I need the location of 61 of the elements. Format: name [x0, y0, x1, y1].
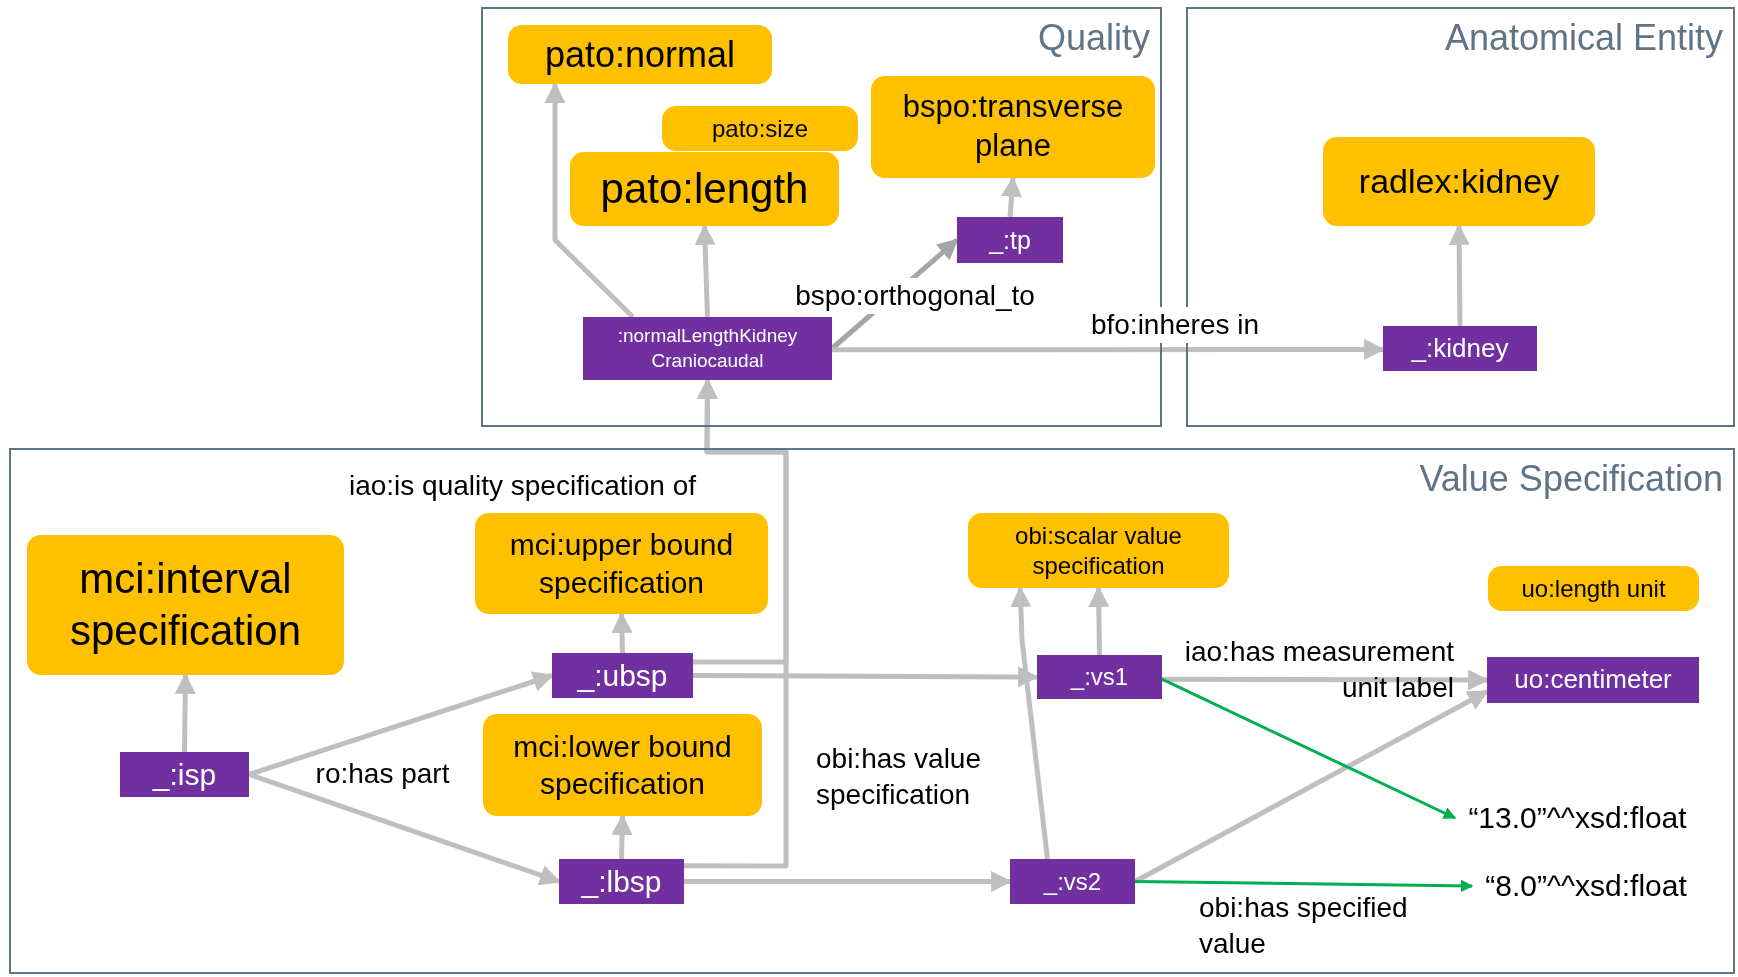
class-label: mci:upper bound specification [508, 527, 735, 601]
class-label: bspo:transverse plane [901, 88, 1125, 165]
class-box [1488, 566, 1699, 611]
arrow [611, 813, 633, 860]
arrow [248, 772, 561, 886]
instance-box [583, 317, 832, 380]
edge-label: obi:has specified value [1198, 891, 1409, 962]
class-label: pato:length [600, 163, 809, 214]
class-label: pato:normal [544, 33, 736, 77]
class-box [871, 76, 1155, 178]
class-box [483, 714, 762, 816]
edge-label: iao:has measurement unit label [1183, 635, 1455, 706]
instance-label: _:kidney [1411, 331, 1509, 365]
class-box [968, 513, 1229, 588]
edge-label: obi:has value specification [815, 742, 982, 813]
arrow [1448, 223, 1470, 327]
instance-box [120, 752, 249, 797]
class-box [570, 152, 839, 226]
instance-label: uo:centimeter [1514, 663, 1672, 697]
instance-label: _:isp [152, 757, 217, 793]
edge-label: ro:has part [314, 757, 451, 791]
arrow [544, 81, 635, 319]
group-title: Value Specification [1419, 458, 1723, 500]
instance-box [552, 653, 693, 698]
instance-label: _:tp [989, 224, 1031, 256]
arrow [1010, 585, 1050, 860]
arrow [1001, 175, 1022, 218]
arrow [1161, 677, 1457, 820]
arrow [174, 672, 196, 753]
class-label: obi:scalar value specification [1014, 520, 1183, 581]
instance-box [1010, 859, 1135, 904]
instance-box [559, 859, 684, 904]
instance-label: :normalLengthKidney Craniocaudal [616, 323, 799, 373]
class-label: uo:length unit [1521, 573, 1666, 604]
arrow [694, 223, 716, 318]
instance-label: _:vs2 [1043, 866, 1102, 897]
class-box [662, 106, 858, 151]
arrow [1088, 585, 1110, 656]
group-title: Anatomical Entity [1444, 17, 1723, 59]
class-box [27, 535, 344, 675]
instance-box [957, 217, 1063, 263]
arrow [611, 611, 633, 654]
instance-label: _:vs1 [1070, 662, 1129, 693]
arrow [248, 671, 554, 777]
class-box [475, 513, 768, 614]
instance-label: _:lbsp [581, 864, 662, 900]
instance-box [1037, 655, 1162, 699]
instance-box [1383, 326, 1537, 371]
group-frame [9, 448, 1735, 974]
group-title: Quality [1037, 17, 1150, 59]
class-label: mci:interval specification [68, 553, 303, 656]
class-label: pato:size [711, 113, 809, 144]
class-box [508, 25, 772, 84]
instance-box [1487, 657, 1699, 703]
literal-label: “13.0”^^xsd:float [1468, 801, 1687, 835]
literal-label: “8.0”^^xsd:float [1485, 869, 1687, 903]
instance-label: _:ubsp [577, 658, 668, 694]
arrow [1134, 879, 1474, 893]
class-label: mci:lower bound specification [512, 728, 733, 802]
class-box [1323, 137, 1595, 226]
class-label: radlex:kidney [1358, 161, 1560, 203]
